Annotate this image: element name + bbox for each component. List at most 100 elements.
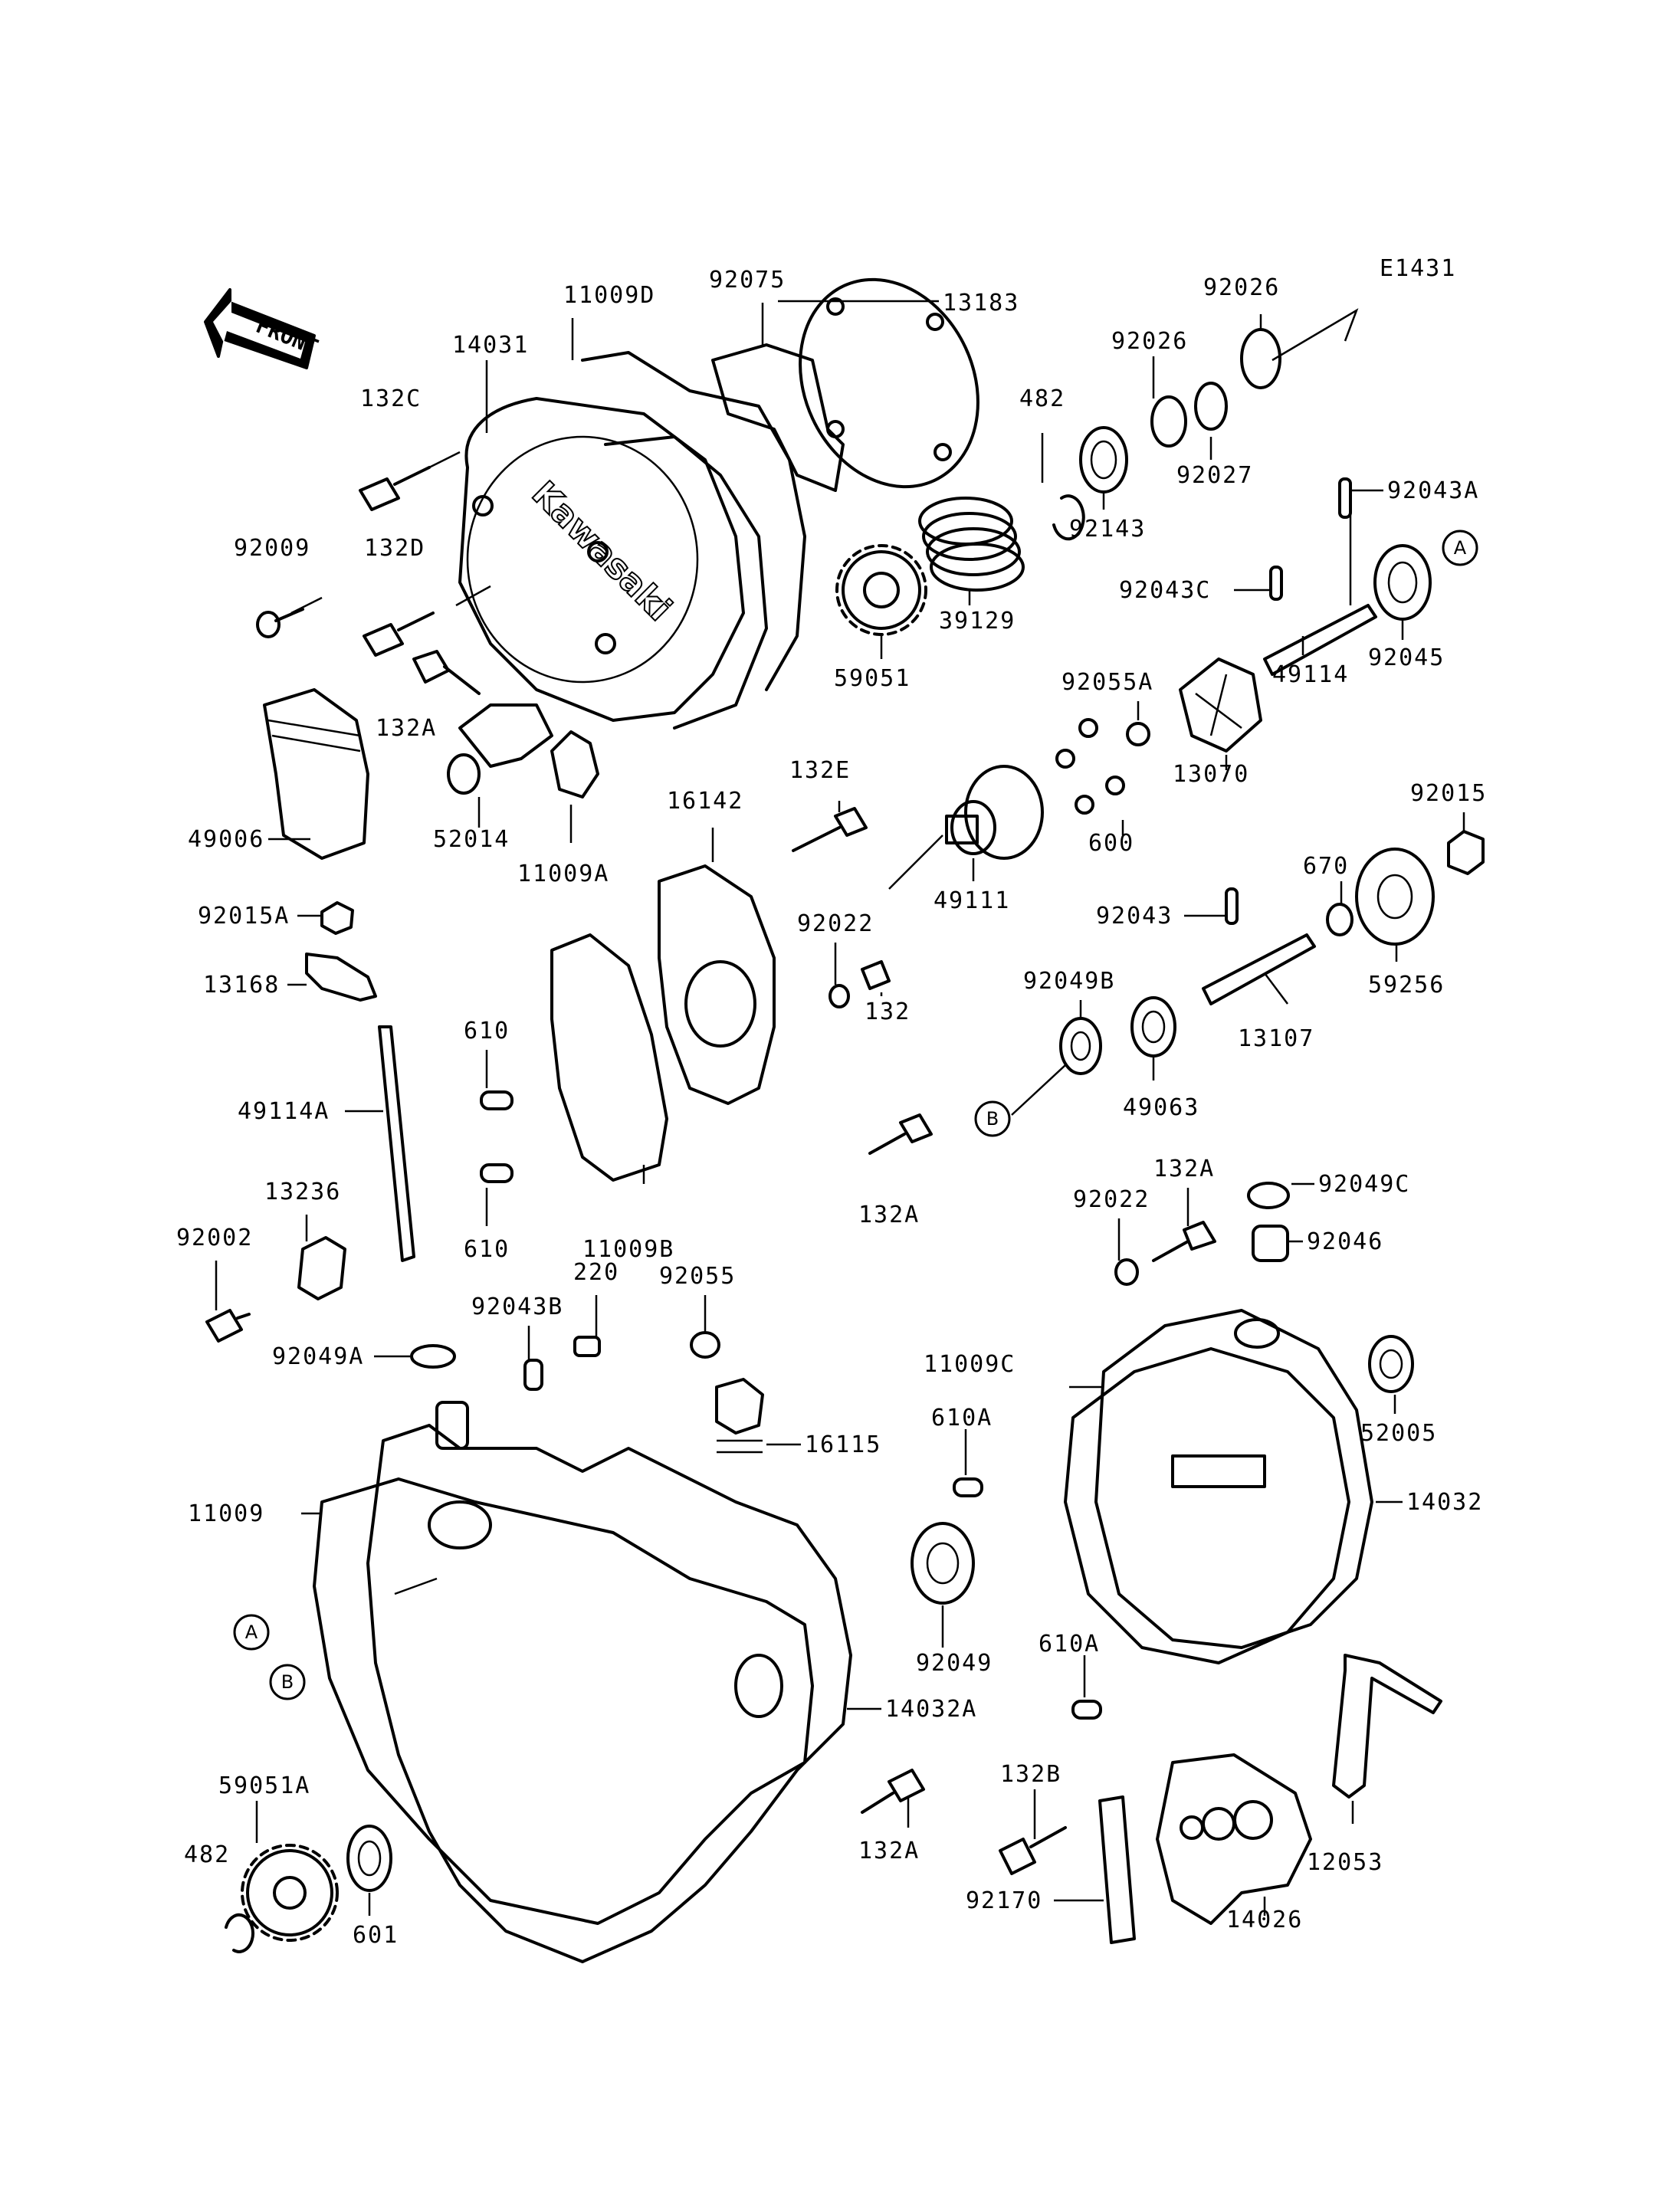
label-132A-c: 132A bbox=[1153, 1156, 1215, 1182]
label-14031: 14031 bbox=[452, 332, 529, 359]
label-49114: 49114 bbox=[1272, 661, 1349, 688]
washer-92049C bbox=[1247, 1182, 1290, 1209]
bearing-92045 bbox=[1373, 544, 1432, 621]
label-610-b: 610 bbox=[464, 1236, 510, 1263]
label-132: 132 bbox=[865, 998, 911, 1025]
svg-text:B: B bbox=[986, 1108, 999, 1130]
plug-220 bbox=[573, 1336, 601, 1357]
ref-marker-B-bottom: B bbox=[269, 1664, 306, 1700]
label-14032A: 14032A bbox=[885, 1696, 977, 1723]
label-92143: 92143 bbox=[1069, 516, 1146, 543]
plate-13168 bbox=[305, 953, 377, 1002]
label-92043B: 92043B bbox=[471, 1294, 563, 1320]
bearing-92049B bbox=[1059, 1017, 1102, 1075]
oring-92055 bbox=[690, 1331, 720, 1359]
label-92075: 92075 bbox=[709, 267, 786, 293]
pump-cover-16142 bbox=[658, 864, 776, 1105]
dowel-610A-b bbox=[1071, 1700, 1102, 1720]
label-13168: 13168 bbox=[203, 972, 280, 998]
label-13107: 13107 bbox=[1238, 1025, 1314, 1052]
cap-16115 bbox=[715, 1378, 764, 1454]
ref-marker-B-top: B bbox=[974, 1100, 1011, 1137]
label-92170: 92170 bbox=[966, 1887, 1042, 1914]
gasket-11009A bbox=[550, 730, 599, 798]
diagram-code: E1431 bbox=[1380, 255, 1456, 282]
label-11009B: 11009B bbox=[582, 1236, 674, 1263]
label-11009A: 11009A bbox=[517, 861, 609, 887]
label-132C: 132C bbox=[360, 385, 422, 412]
pin-92043B bbox=[523, 1359, 543, 1391]
label-92043A: 92043A bbox=[1387, 477, 1479, 504]
gasket-11009 bbox=[313, 1477, 814, 1925]
bracket-92170 bbox=[1098, 1795, 1136, 1944]
gasket-11009D bbox=[581, 351, 806, 691]
svg-text:A: A bbox=[245, 1622, 258, 1643]
washer-92026-b bbox=[1150, 395, 1187, 448]
ref-marker-A-top: A bbox=[1442, 530, 1478, 566]
label-16115: 16115 bbox=[805, 1431, 881, 1458]
plate-92075 bbox=[711, 343, 845, 492]
washer-92022-right bbox=[1114, 1258, 1139, 1286]
brand-logo: Kawasaki bbox=[524, 474, 679, 629]
ref-marker-A-bottom: A bbox=[233, 1614, 270, 1651]
pin-92043C bbox=[1269, 566, 1283, 601]
label-610A-b: 610A bbox=[1039, 1631, 1100, 1658]
label-92055: 92055 bbox=[659, 1263, 736, 1290]
label-132B: 132B bbox=[1000, 1761, 1061, 1788]
leader-lines bbox=[215, 300, 1465, 1916]
bolt-132 bbox=[861, 960, 891, 990]
bolt-132A-mid bbox=[868, 1113, 933, 1155]
cover-14032A bbox=[366, 1424, 852, 1963]
screw-92009 bbox=[256, 608, 304, 638]
label-59256: 59256 bbox=[1368, 972, 1445, 998]
label-14026: 14026 bbox=[1226, 1907, 1303, 1933]
nut-92015 bbox=[1447, 830, 1485, 875]
pin-92043A bbox=[1338, 477, 1352, 519]
seal-92143 bbox=[1079, 426, 1128, 494]
label-13070: 13070 bbox=[1173, 761, 1249, 788]
label-482-top: 482 bbox=[1019, 385, 1065, 412]
label-610A-a: 610A bbox=[931, 1405, 993, 1431]
gear-59051 bbox=[835, 544, 927, 636]
gear-59256 bbox=[1355, 848, 1435, 946]
label-14032: 14032 bbox=[1406, 1489, 1483, 1516]
svg-text:B: B bbox=[281, 1671, 294, 1693]
pipe-52014 bbox=[447, 703, 553, 795]
gasket-11009B bbox=[550, 933, 668, 1182]
label-92026-b: 92026 bbox=[1111, 328, 1188, 355]
label-92027: 92027 bbox=[1176, 462, 1253, 489]
label-132E: 132E bbox=[789, 757, 851, 784]
label-132A-d: 132A bbox=[858, 1838, 920, 1864]
label-59051A: 59051A bbox=[218, 1772, 310, 1799]
label-132A-a: 132A bbox=[376, 715, 437, 742]
label-11009: 11009 bbox=[188, 1500, 264, 1527]
bolt-132C bbox=[359, 466, 431, 511]
balls-600 bbox=[1055, 718, 1125, 815]
label-92009: 92009 bbox=[234, 535, 310, 562]
shaft-49111 bbox=[945, 765, 1044, 860]
gear-59051A bbox=[241, 1844, 339, 1942]
svg-text:A: A bbox=[1454, 537, 1467, 559]
bolt-132A-top bbox=[412, 650, 481, 695]
bolt-132E bbox=[792, 807, 868, 852]
bolt-92002 bbox=[205, 1309, 251, 1343]
label-59051: 59051 bbox=[834, 665, 911, 692]
label-92046: 92046 bbox=[1307, 1228, 1383, 1255]
label-482-bottom: 482 bbox=[184, 1841, 230, 1868]
bolt-132A-mid-right bbox=[1152, 1221, 1216, 1262]
label-92015: 92015 bbox=[1410, 780, 1487, 807]
oring-92055A bbox=[1126, 722, 1150, 746]
label-92026-a: 92026 bbox=[1203, 274, 1280, 301]
washer-92022-mid bbox=[829, 984, 850, 1008]
label-92043: 92043 bbox=[1096, 903, 1173, 930]
label-39129: 39129 bbox=[939, 608, 1016, 635]
front-arrow-icon: FRONT bbox=[204, 288, 322, 369]
seal-601 bbox=[346, 1825, 392, 1892]
label-92043C: 92043C bbox=[1119, 577, 1211, 604]
bolt-132A-bottom bbox=[861, 1769, 925, 1814]
dowel-610-a bbox=[480, 1090, 514, 1110]
bolt-132B bbox=[999, 1826, 1067, 1875]
label-49111: 49111 bbox=[934, 887, 1010, 914]
label-600: 600 bbox=[1088, 830, 1134, 857]
label-13183: 13183 bbox=[943, 290, 1019, 316]
